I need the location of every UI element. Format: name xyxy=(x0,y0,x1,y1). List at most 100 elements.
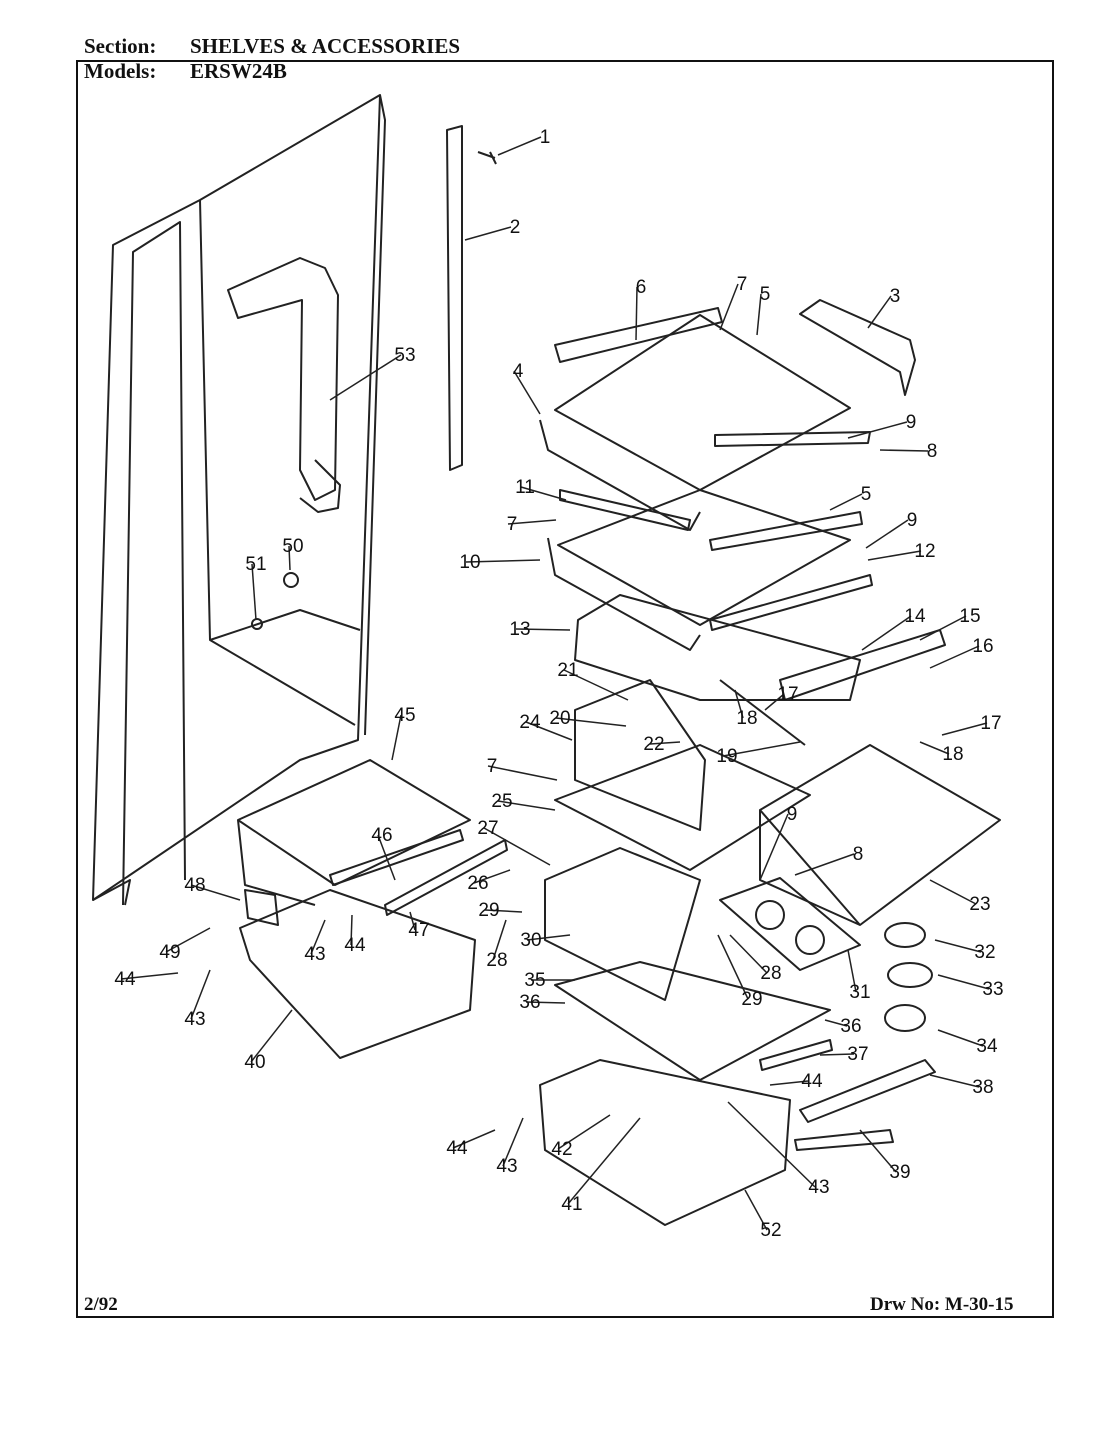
callout-number: 43 xyxy=(184,1009,205,1030)
callout-number: 18 xyxy=(736,708,757,729)
upper-shelf xyxy=(539,307,871,551)
callout-leader xyxy=(502,1117,524,1167)
callout-leader xyxy=(515,628,571,631)
callout-leader xyxy=(847,949,857,993)
callout-number: 11 xyxy=(515,477,535,498)
callout-number: 20 xyxy=(549,708,570,729)
callout-leader xyxy=(497,800,556,811)
callout-number: 14 xyxy=(904,606,926,627)
callout-leader xyxy=(649,741,681,745)
section-label: Section: xyxy=(84,34,157,58)
callout-leader xyxy=(513,370,541,415)
crisper-drawer xyxy=(539,1059,791,1226)
callout-number: 41 xyxy=(561,1194,582,1215)
callout-number: 51 xyxy=(245,554,266,575)
callout-leader xyxy=(819,1053,855,1056)
callout-leader xyxy=(329,354,402,401)
callout-number: 33 xyxy=(982,979,1003,1000)
callout-leader xyxy=(465,559,541,563)
callout-leader xyxy=(756,293,762,336)
callout-leader xyxy=(464,226,512,241)
callout-number: 34 xyxy=(976,1036,998,1057)
callout-number: 17 xyxy=(777,684,798,705)
callout-leader xyxy=(557,1114,611,1150)
callout-leader xyxy=(526,934,571,941)
callout-leader xyxy=(452,1129,496,1149)
callout-number: 8 xyxy=(853,844,864,865)
callout-number: 10 xyxy=(459,552,480,573)
callout-leader xyxy=(717,934,749,1000)
callout-number: 5 xyxy=(861,484,872,505)
water-tube xyxy=(227,257,341,513)
callout-leader xyxy=(120,972,179,980)
callout-leader xyxy=(941,722,988,736)
callout-number: 26 xyxy=(467,873,488,894)
callout-leader xyxy=(937,974,990,990)
callout-leader xyxy=(867,295,892,329)
callout-number: 25 xyxy=(491,791,512,812)
callout-leader xyxy=(865,519,909,549)
callout-number: 35 xyxy=(524,970,545,991)
callout-leader xyxy=(934,939,982,953)
callout-number: 7 xyxy=(487,756,498,777)
callout-leader xyxy=(722,741,801,757)
callout-leader xyxy=(555,717,627,727)
callout-leader xyxy=(759,813,789,881)
callout-number: 50 xyxy=(282,536,303,557)
callout-leader xyxy=(919,741,950,755)
callout-leader xyxy=(250,1009,293,1063)
callout-leader xyxy=(929,645,980,669)
callout-number: 27 xyxy=(477,818,498,839)
callout-number: 37 xyxy=(847,1044,868,1065)
callout-number: 1 xyxy=(540,127,551,148)
callout-number: 29 xyxy=(741,989,762,1010)
small-drawer xyxy=(574,679,706,831)
callout-number: 36 xyxy=(519,992,540,1013)
callout-leader xyxy=(829,493,863,511)
callout-leader xyxy=(635,286,638,341)
crisper-frame xyxy=(574,594,946,701)
middle-shelf xyxy=(554,744,811,871)
callout-number: 9 xyxy=(787,804,798,825)
callout-leader xyxy=(520,486,567,501)
callout-leader xyxy=(525,1001,566,1004)
callout-leader xyxy=(484,909,523,913)
callout-number: 16 xyxy=(972,636,993,657)
callout-leader xyxy=(919,615,967,641)
callout-number: 5 xyxy=(760,284,771,305)
drawing-frame xyxy=(76,60,1054,1318)
callout-leader xyxy=(377,834,396,881)
callout-number: 44 xyxy=(446,1138,468,1159)
callout-leader xyxy=(492,919,507,961)
callout-number: 29 xyxy=(478,900,499,921)
callout-leader xyxy=(473,869,511,884)
callout-number: 3 xyxy=(890,286,901,307)
footer-drawing-number: Drw No: M-30-15 xyxy=(870,1294,1014,1315)
callout-number: 45 xyxy=(394,705,415,726)
callout-leader xyxy=(409,911,416,931)
callout-number: 28 xyxy=(760,963,781,984)
callout-number: 13 xyxy=(509,619,530,640)
callout-number: 28 xyxy=(486,950,507,971)
plate xyxy=(719,877,861,971)
callout-number: 23 xyxy=(969,894,990,915)
callout-leader xyxy=(929,879,977,905)
callout-number: 24 xyxy=(519,712,541,733)
callout-number: 32 xyxy=(974,942,995,963)
shelf-trim xyxy=(799,299,916,396)
callout-number: 44 xyxy=(801,1071,823,1092)
callout-leader xyxy=(727,1101,816,1188)
left-drawer xyxy=(239,889,476,1059)
callout-leader xyxy=(937,1029,984,1047)
callout-leader xyxy=(507,519,557,525)
callout-leader xyxy=(310,919,326,955)
callout-number: 44 xyxy=(344,935,366,956)
callout-number: 47 xyxy=(408,920,429,941)
callout-number: 49 xyxy=(159,942,180,963)
callout-leader xyxy=(719,283,739,331)
callout-number: 21 xyxy=(557,660,578,681)
callout-leader xyxy=(769,1080,809,1086)
callout-leader xyxy=(794,853,855,876)
